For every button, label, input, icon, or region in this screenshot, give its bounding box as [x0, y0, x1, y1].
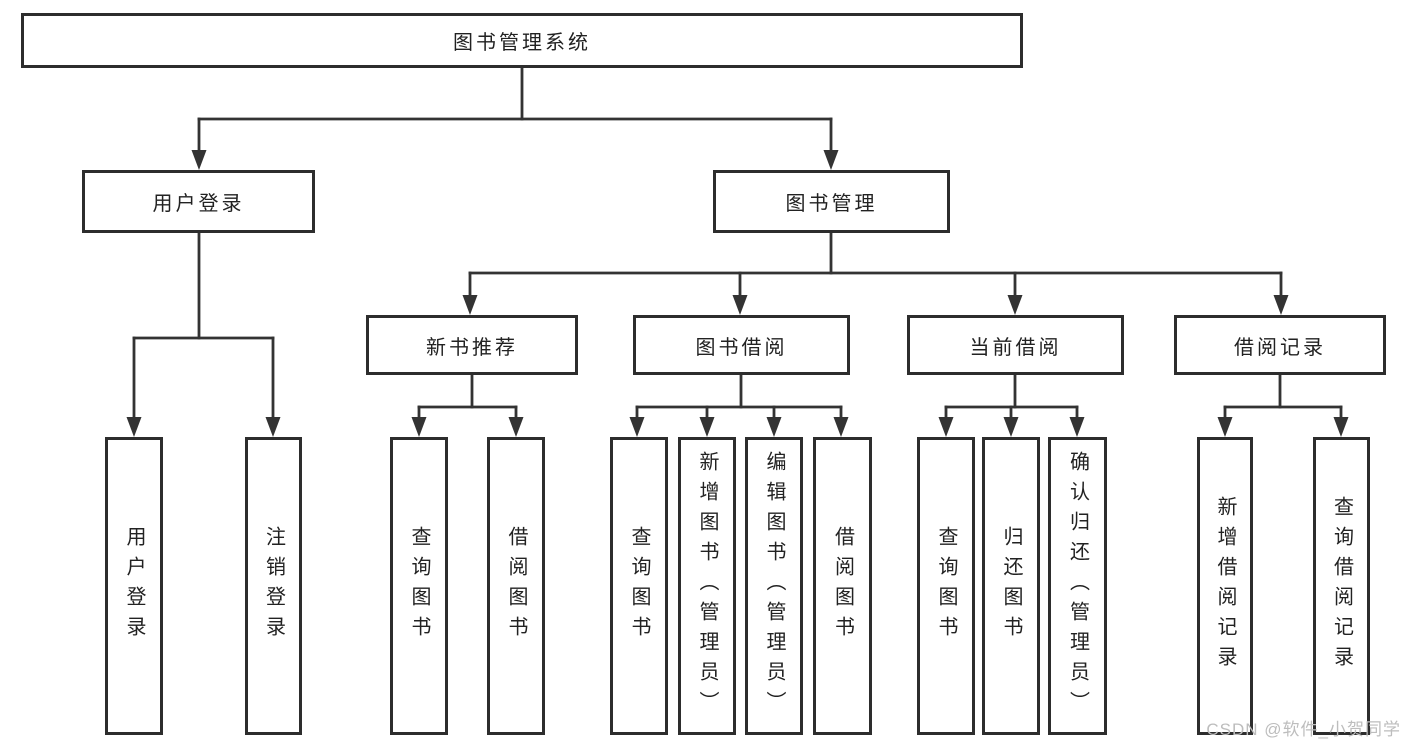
node-book-management-branch-label: 图书管理 [785, 193, 878, 215]
node-current-borrowing: 当前借阅 [907, 315, 1124, 375]
leaf-query-books-recommend: 查询图书 [390, 437, 448, 735]
leaf-return-books: 归还图书 [982, 437, 1040, 735]
leaf-query-borrow-record: 查询借阅记录 [1313, 437, 1370, 735]
node-new-book-recommendation: 新书推荐 [366, 315, 578, 375]
leaf-user-login: 用户登录 [105, 437, 163, 735]
leaf-confirm-return-admin: 确认归还（管理员） [1048, 437, 1107, 735]
leaf-logout: 注销登录 [245, 437, 302, 735]
leaf-query-books-current: 查询图书 [917, 437, 975, 735]
leaf-add-books-admin: 新增图书（管理员） [678, 437, 736, 735]
node-borrowing-records: 借阅记录 [1174, 315, 1386, 375]
node-book-borrowing: 图书借阅 [633, 315, 850, 375]
node-root-label: 图书管理系统 [453, 32, 591, 54]
node-current-borrowing-label: 当前借阅 [969, 336, 1062, 359]
node-book-borrowing-label: 图书借阅 [695, 336, 788, 359]
leaf-edit-books-admin: 编辑图书（管理员） [745, 437, 803, 735]
leaf-query-books-borrowing: 查询图书 [610, 437, 668, 735]
node-user-login-branch-label: 用户登录 [152, 193, 245, 215]
node-user-login-branch: 用户登录 [82, 170, 315, 233]
node-book-management-branch: 图书管理 [713, 170, 950, 233]
leaf-borrow-books-recommend: 借阅图书 [487, 437, 545, 735]
leaf-borrow-books-borrowing: 借阅图书 [813, 437, 872, 735]
watermark: CSDN @软件_小贺同学 [1206, 720, 1401, 739]
node-borrowing-records-label: 借阅记录 [1234, 336, 1326, 359]
node-root: 图书管理系统 [21, 13, 1023, 68]
node-new-book-recommendation-label: 新书推荐 [426, 336, 518, 359]
leaf-add-borrow-record: 新增借阅记录 [1197, 437, 1253, 735]
